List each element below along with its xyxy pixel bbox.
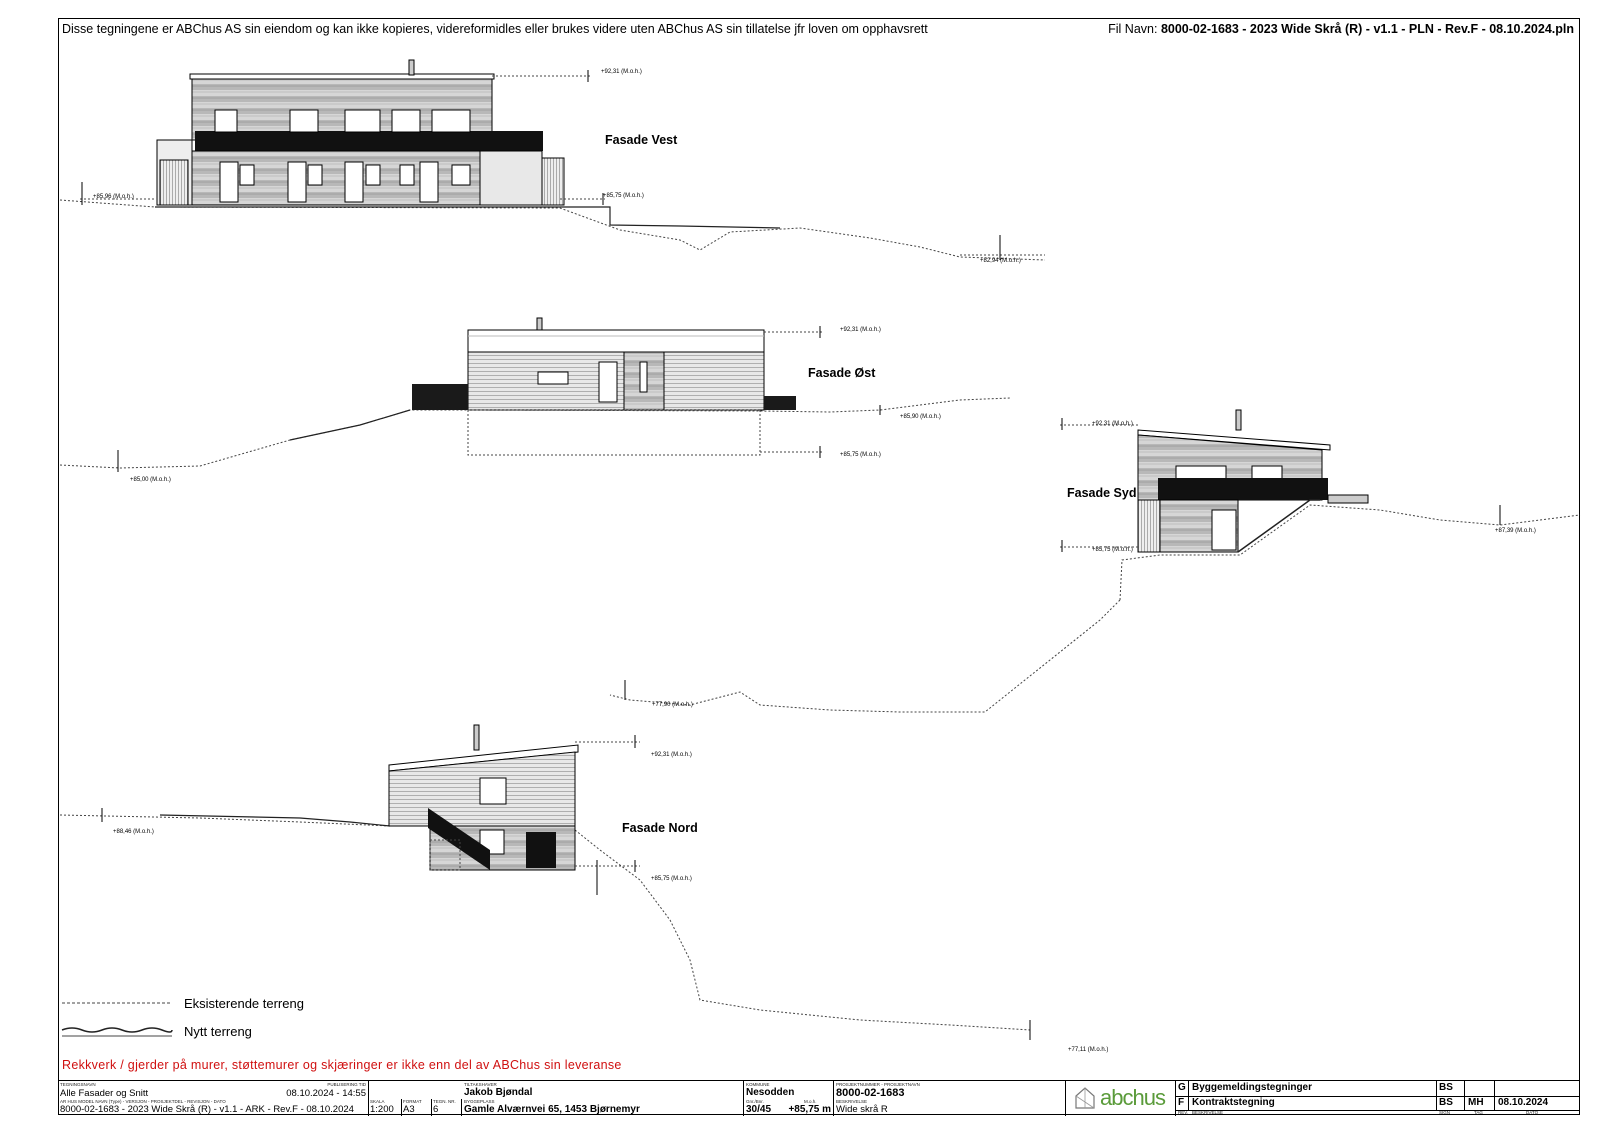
view-title-syd: Fasade Syd — [1067, 486, 1137, 500]
elevation-vest — [59, 59, 1046, 261]
site-address: Gamle Alværnvei 65, 1453 Bjørnemyr — [464, 1104, 640, 1115]
revision-row: F Kontraktstegning BS MH 08.10.2024 — [1176, 1096, 1580, 1111]
tb-logo-cell: abchus — [1066, 1081, 1176, 1116]
abchus-logo: abchus — [1074, 1085, 1166, 1111]
legend-new-line — [61, 1027, 173, 1033]
elevation-syd — [609, 409, 1581, 713]
tb-municipality-cell: KOMMUNE Nesodden Gnr./Bnr. M.o.h. 30/45 … — [744, 1081, 834, 1116]
level-label: +85,96 (M.o.h.) — [93, 194, 134, 200]
tb-scale-cell: SKALA 1:200 — [369, 1099, 402, 1116]
level-label: +87,39 (M.o.h.) — [1495, 528, 1536, 534]
level-label: +85,90 (M.o.h.) — [900, 414, 941, 420]
level-label: +85,75 (M.o.h.) — [840, 452, 881, 458]
elevation-ost — [59, 317, 1011, 472]
level-label: +82,94 (M.o.h.) — [980, 258, 1021, 264]
level-label: +92,31 (M.o.h.) — [601, 69, 642, 75]
tb-drawing-cell: TEGNINGSNAVN PUBLISERING TID Alle Fasade… — [58, 1081, 369, 1116]
level-label: +92,31 (M.o.h.) — [1092, 421, 1133, 427]
tb-revision-table: G Byggemeldingstegninger BS F Kontraktst… — [1176, 1081, 1580, 1116]
owner-name: Jakob Bjøndal — [464, 1087, 533, 1098]
level-label: +85,75 (M.o.h.) — [603, 193, 644, 199]
level-label: +85,75 (M.o.h.) — [1092, 547, 1133, 553]
level-label: +77,11 (M.o.h.) — [1068, 1047, 1109, 1053]
project-number: 8000-02-1683 — [836, 1087, 905, 1099]
level-label: +92,31 (M.o.h.) — [651, 752, 692, 758]
legend-existing-terrain: Eksisterende terreng — [184, 996, 304, 1011]
view-title-nord: Fasade Nord — [622, 821, 698, 835]
tb-format-cell: FORMAT A3 — [402, 1099, 432, 1116]
drawing-frame — [58, 18, 1580, 1115]
house-icon — [1075, 1087, 1095, 1109]
tb-project-cell: PROSJEKTNUMMER - PROSJEKTNAVN 8000-02-16… — [834, 1081, 1066, 1116]
title-block: TEGNINGSNAVN PUBLISERING TID Alle Fasade… — [58, 1080, 1580, 1116]
legend-new-terrain: Nytt terreng — [184, 1024, 252, 1039]
level-label: +77,90 (M.o.h.) — [652, 702, 693, 708]
level-label: +85,00 (M.o.h.) — [130, 477, 171, 483]
model-name: 8000-02-1683 - 2023 Wide Skrå (R) - v1.1… — [60, 1104, 354, 1115]
level-label: +85,75 (M.o.h.) — [651, 876, 692, 882]
file-name: Fil Navn: 8000-02-1683 - 2023 Wide Skrå … — [1108, 22, 1574, 36]
elevation-nord — [59, 724, 1031, 1040]
copyright-notice: Disse tegningene er ABChus AS sin eiendo… — [62, 22, 928, 36]
view-title-vest: Fasade Vest — [605, 133, 678, 147]
tb-sheet-cell: TEGN. NR. 6 — [432, 1099, 462, 1116]
level-label: +88,46 (M.o.h.) — [113, 829, 154, 835]
view-title-ost: Fasade Øst — [808, 366, 876, 380]
drawing-name: Alle Fasader og Snitt — [60, 1088, 149, 1099]
tb-owner-cell: TILTAKSHAVER Jakob Bjøndal BYGGEPLASS Ga… — [462, 1081, 744, 1116]
revision-row: G Byggemeldingstegninger BS — [1176, 1081, 1580, 1097]
level-label: +92,31 (M.o.h.) — [840, 327, 881, 333]
disclaimer-notice: Rekkverk / gjerder på murer, støttemurer… — [62, 1058, 622, 1072]
publish-time: 08.10.2024 - 14:55 — [286, 1088, 366, 1099]
